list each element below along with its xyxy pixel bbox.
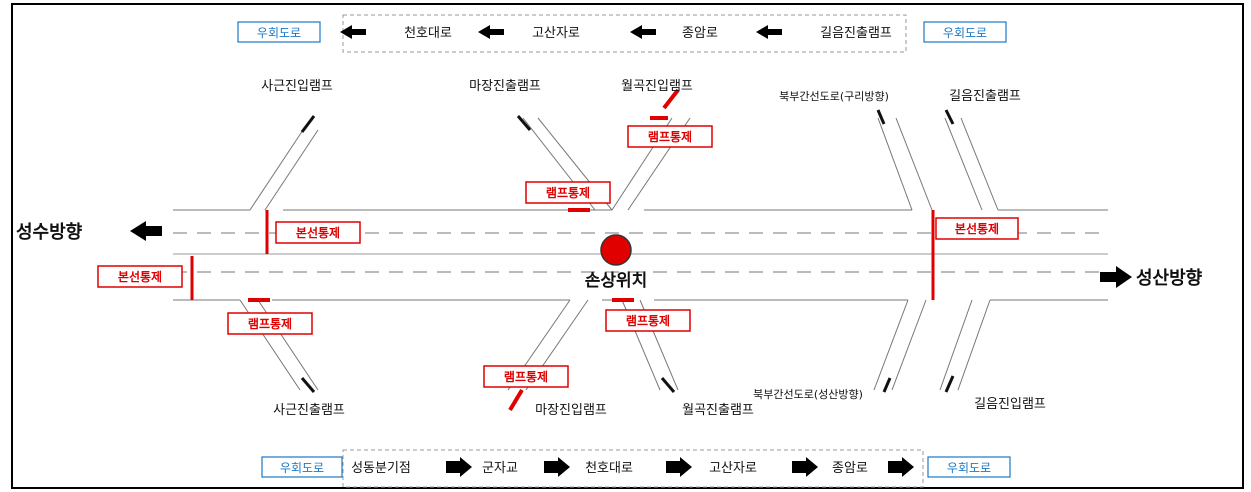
ramp-control-badge: 램프통제 [627,125,713,148]
arrow-left-icon [340,25,366,39]
arrow-icon [660,377,676,393]
top-detour-route: 우회도로 천호대로 고산자로 종암로 길음진출램프 우회도로 [237,14,1007,53]
ramp-label-gireum-entry: 길음진입램프 [974,397,1046,412]
arrow-left-icon [630,25,656,39]
detour-label: 우회도로 [943,26,987,40]
ramp-label-majang-entry: 마장진입램프 [535,403,607,418]
ramp-control-badge: 램프통제 [227,312,313,335]
ramp-control-badge: 램프통제 [525,181,611,204]
route-stop: 종암로 [682,26,718,41]
ramp-label-bukbu-seongsan: 북부간선도로(성산방향) [753,388,863,401]
route-stop: 고산자로 [532,26,580,41]
arrow-right-icon [888,457,914,477]
svg-text:램프통제: 램프통제 [248,316,292,331]
ramp-label-majang-exit: 마장진출램프 [469,79,541,94]
arrow-icon [944,109,955,125]
arrow-icon [882,377,892,393]
arrow-icon [300,115,316,133]
arrow-icon [876,109,886,125]
ramp-arrows [300,109,955,393]
detour-label: 우회도로 [947,461,991,475]
route-stop: 길음진출램프 [820,26,892,41]
arrow-right-icon [1100,266,1132,288]
route-stop: 천호대로 [404,26,452,41]
red-arrow-icon [662,88,680,110]
ramp-block-marks [248,116,668,302]
red-arrow-icon [508,388,524,412]
arrow-icon [944,375,955,393]
route-stop: 군자교 [482,461,518,476]
detour-badge-top-right [923,21,1007,43]
arrow-right-icon [666,457,692,477]
arrow-right-icon [446,457,472,477]
svg-text:본선통제: 본선통제 [296,225,340,240]
bottom-detour-route: 우회도로 성동분기점 군자교 천호대로 고산자로 종암로 우회도로 [261,449,1011,488]
mainline-control-badge: 본선통제 [275,221,361,244]
ramp-label-gireum-exit: 길음진출램프 [949,89,1021,104]
outer-frame [11,3,1244,489]
detour-badge-top-left [237,21,321,43]
ramp-label-sagun-entry: 사근진입램프 [261,79,333,94]
mainline-control-badge: 본선통제 [935,217,1019,240]
detour-badge-bottom-right [927,456,1011,478]
route-stop: 종암로 [832,461,868,476]
arrow-icon [300,377,316,393]
arrow-right-icon [792,457,818,477]
detour-badge-bottom-left [261,456,343,478]
svg-text:램프통제: 램프통제 [626,313,670,328]
damage-location-label: 손상위치 [585,271,648,291]
svg-text:램프통제: 램프통제 [648,129,692,144]
damage-marker-icon [600,234,632,266]
route-stop: 천호대로 [585,461,633,476]
mainline-control-badge: 본선통제 [97,265,183,288]
ramp-label-wolgok-entry: 월곡진입램프 [621,79,693,94]
svg-text:램프통제: 램프통제 [504,369,548,384]
arrow-left-icon [130,221,162,241]
arrow-left-icon [756,25,782,39]
arrow-left-icon [478,25,504,39]
svg-text:본선통제: 본선통제 [118,269,162,284]
ramp-control-badge: 램프통제 [483,365,569,388]
arrow-icon [516,115,532,131]
direction-left-label: 성수방향 [16,222,83,243]
svg-text:본선통제: 본선통제 [955,221,999,236]
route-stop: 고산자로 [709,461,757,476]
svg-text:램프통제: 램프통제 [546,185,590,200]
arrow-right-icon [544,457,570,477]
route-stop: 성동분기점 [351,461,411,476]
ramp-label-wolgok-exit: 월곡진출램프 [682,403,754,418]
detour-label: 우회도로 [280,461,324,475]
ramp-control-badge: 램프통제 [605,309,691,332]
detour-label: 우회도로 [257,26,301,40]
ramp-label-bukbu-guri: 북부간선도로(구리방향) [779,90,889,103]
direction-right-label: 성산방향 [1136,268,1203,289]
ramp-label-sagun-exit: 사근진출램프 [273,403,345,418]
